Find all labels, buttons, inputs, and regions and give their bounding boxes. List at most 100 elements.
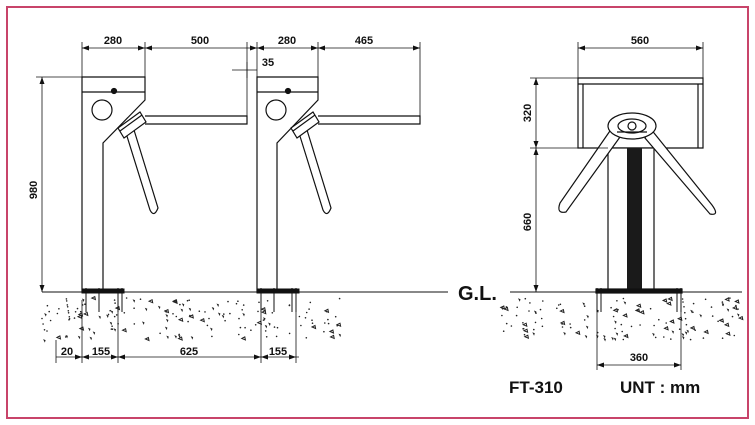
concrete-speck [110, 328, 113, 330]
concrete-speck [510, 325, 513, 327]
concrete-speck [731, 315, 734, 318]
concrete-speck [163, 308, 170, 314]
anchor-bolts-left [81, 288, 300, 312]
concrete-speck [690, 309, 693, 314]
concrete-speck [211, 335, 213, 338]
concrete-speck [637, 309, 639, 312]
concrete-speck [180, 308, 183, 313]
concrete-speck [310, 324, 317, 330]
concrete-speck [178, 334, 181, 339]
concrete-speck [77, 335, 81, 340]
dim-height-320: 320 [522, 104, 534, 122]
concrete-speck [271, 312, 274, 314]
concrete-speck [65, 298, 68, 300]
concrete-speck [561, 326, 564, 328]
concrete-speck [244, 326, 246, 329]
concrete-speck [612, 315, 615, 318]
concrete-speck [737, 315, 744, 321]
concrete-speck [612, 308, 619, 313]
concrete-speck [539, 308, 542, 311]
concrete-speck [563, 332, 566, 336]
concrete-speck [721, 337, 724, 340]
concrete-speck [324, 322, 326, 324]
concrete-speck [699, 314, 702, 318]
concrete-speck [224, 319, 226, 322]
dim-offset-35: 35 [262, 57, 274, 69]
concrete-speck [235, 302, 238, 305]
concrete-speck [583, 305, 586, 308]
concrete-speck [238, 317, 240, 320]
concrete-speck [276, 326, 279, 329]
concrete-speck [204, 311, 206, 313]
dim-top-500: 500 [191, 35, 209, 47]
concrete-speck [67, 312, 70, 314]
concrete-speck [692, 311, 694, 314]
concrete-speck [42, 323, 44, 325]
concrete-speck [43, 329, 46, 331]
concrete-speck [725, 331, 731, 337]
concrete-speck [327, 318, 329, 321]
unit-label: UNT : mm [620, 378, 700, 397]
concrete-speck [123, 312, 126, 314]
concrete-speck [559, 320, 566, 326]
concrete-speck [264, 324, 268, 329]
concrete-speck [603, 338, 606, 342]
concrete-speck [265, 336, 268, 338]
concrete-speck [569, 323, 571, 325]
unit-1-horizontal-arm [145, 115, 248, 125]
concrete-speck [556, 307, 558, 310]
concrete-speck [46, 330, 48, 332]
concrete-speck [48, 310, 50, 313]
front-left-arm [558, 127, 621, 213]
front-right-arm [644, 126, 717, 215]
concrete-speck [106, 314, 109, 318]
concrete-speck [65, 300, 68, 302]
concrete-speck [132, 299, 136, 303]
concrete-speck [703, 329, 709, 335]
concrete-speck [166, 335, 169, 340]
concrete-speck [311, 319, 313, 322]
concrete-speck [223, 313, 225, 315]
concrete-speck [237, 300, 239, 303]
concrete-speck [521, 322, 528, 328]
concrete-speck [76, 314, 83, 320]
concrete-speck [311, 322, 314, 325]
concrete-speck [665, 322, 667, 324]
concrete-speck [336, 324, 339, 327]
dim-bottom-20: 20 [61, 346, 73, 358]
concrete-speck [522, 328, 529, 334]
dim-bottom-155-a: 155 [92, 346, 110, 358]
unit-1-indicator-icon [110, 87, 118, 95]
concrete-speck [113, 328, 116, 332]
concrete-speck [717, 320, 719, 323]
concrete-speck [56, 312, 59, 315]
concrete-speck [682, 301, 684, 303]
concrete-speck [666, 301, 672, 306]
concrete-speck [109, 321, 113, 326]
unit-2-horizontal-arm [318, 115, 421, 125]
concrete-speck [523, 334, 530, 340]
ground-level-label: G.L. [458, 283, 497, 305]
concrete-speck [622, 297, 625, 300]
concrete-speck [630, 325, 633, 328]
unit-2-hub-line [292, 114, 316, 132]
concrete-speck [711, 315, 714, 317]
concrete-speck [724, 297, 730, 302]
concrete-speck [142, 321, 145, 325]
concrete-speck [186, 299, 189, 302]
concrete-speck [41, 317, 43, 320]
dim-top-280-a: 280 [104, 35, 122, 47]
concrete-speck [177, 336, 183, 341]
concrete-speck [114, 302, 116, 304]
concrete-speck [263, 317, 266, 321]
concrete-speck [165, 314, 168, 318]
concrete-speck [522, 327, 525, 330]
concrete-speck [66, 304, 69, 306]
concrete-speck [260, 309, 267, 315]
side-view [36, 42, 421, 363]
concrete-speck [46, 304, 49, 307]
concrete-speck [621, 330, 623, 333]
concrete-speck [241, 309, 243, 311]
